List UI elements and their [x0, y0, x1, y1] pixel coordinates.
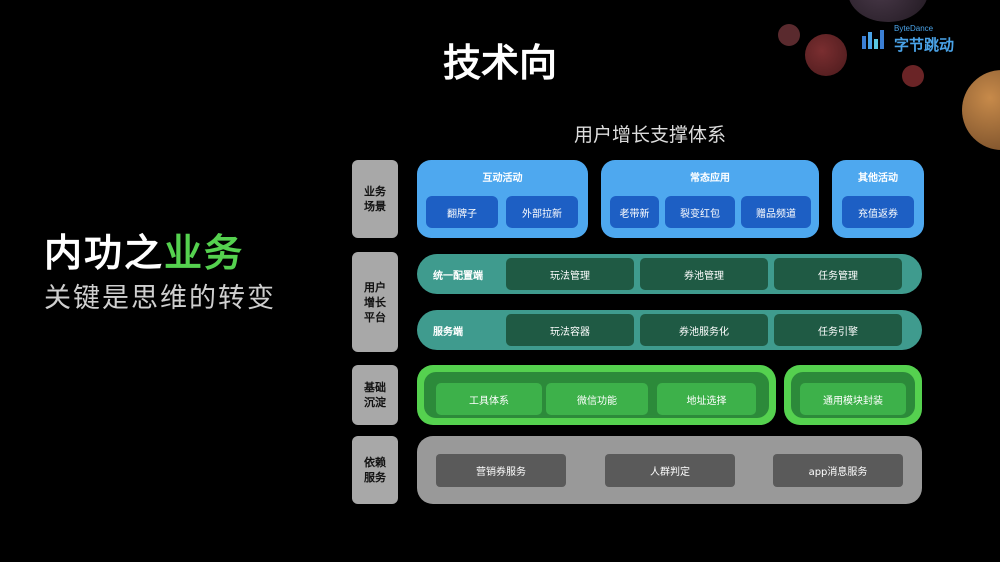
row-label-text: 基础沉淀 [364, 381, 386, 409]
decorative-circle [848, 0, 928, 22]
row-label-text: 依赖服务 [364, 456, 386, 484]
group-title: 其他活动 [858, 173, 898, 184]
bytedance-logo-icon [862, 30, 884, 49]
group-other-activity: 其他活动 充值返券 [832, 160, 924, 238]
row-label-dependency: 依赖服务 [352, 436, 398, 504]
module-chip: 裂变红包 [665, 196, 735, 228]
common-module-panel-inner: 通用模块封装 [791, 372, 915, 418]
module-chip: 地址选择 [657, 383, 756, 415]
foundation-panel: 工具体系 微信功能 地址选择 [417, 365, 776, 425]
platform-config-bar: 统一配置端 玩法管理 券池管理 任务管理 [417, 254, 922, 294]
bar-title: 统一配置端 [433, 270, 483, 282]
decorative-circle [778, 24, 800, 46]
row-label-business: 业务场景 [352, 160, 398, 238]
group-title: 常态应用 [690, 173, 730, 184]
row-label-text: 业务场景 [364, 185, 386, 213]
module-chip: 任务引擎 [774, 314, 902, 346]
foundation-panel-inner: 工具体系 微信功能 地址选择 [424, 372, 769, 418]
bar-title: 服务端 [433, 326, 463, 338]
group-interactive-activity: 互动活动 翻牌子 外部拉新 [417, 160, 588, 238]
module-chip: 充值返券 [842, 196, 914, 228]
module-chip: 微信功能 [546, 383, 648, 415]
module-chip: app消息服务 [773, 454, 903, 487]
group-regular-apps: 常态应用 老带新 裂变红包 赠品频道 [601, 160, 819, 238]
module-chip: 工具体系 [436, 383, 542, 415]
decorative-circle [902, 65, 924, 87]
module-chip: 营销券服务 [436, 454, 566, 487]
row-label-platform: 用户增长平台 [352, 252, 398, 352]
module-chip: 外部拉新 [506, 196, 578, 228]
bytedance-logo: ByteDance 字节跳动 [862, 18, 972, 58]
row-label-foundation: 基础沉淀 [352, 365, 398, 425]
dependency-panel: 营销券服务 人群判定 app消息服务 [417, 436, 922, 504]
left-heading-highlight: 业务 [164, 231, 245, 275]
row-label-text: 用户增长平台 [364, 280, 386, 324]
module-chip: 通用模块封装 [800, 383, 906, 415]
module-chip: 翻牌子 [426, 196, 498, 228]
left-heading-text: 内功之 [44, 231, 165, 275]
module-chip: 券池管理 [640, 258, 768, 290]
platform-service-bar: 服务端 玩法容器 券池服务化 任务引擎 [417, 310, 922, 350]
page-title: 技术向 [442, 41, 557, 85]
left-heading: 内功之业务 [44, 222, 244, 277]
common-module-panel: 通用模块封装 [784, 365, 922, 425]
logo-text-en: ByteDance [894, 24, 934, 33]
group-title: 互动活动 [482, 173, 523, 184]
module-chip: 老带新 [610, 196, 659, 228]
module-chip: 券池服务化 [640, 314, 768, 346]
module-chip: 玩法容器 [506, 314, 634, 346]
logo-text-cn: 字节跳动 [894, 36, 955, 54]
module-chip: 赠品频道 [741, 196, 811, 228]
left-subtitle: 关键是思维的转变 [44, 283, 276, 314]
diagram-title: 用户增长支撑体系 [573, 124, 726, 146]
module-chip: 任务管理 [774, 258, 902, 290]
module-chip: 玩法管理 [506, 258, 634, 290]
decorative-circle [805, 34, 847, 76]
module-chip: 人群判定 [605, 454, 735, 487]
